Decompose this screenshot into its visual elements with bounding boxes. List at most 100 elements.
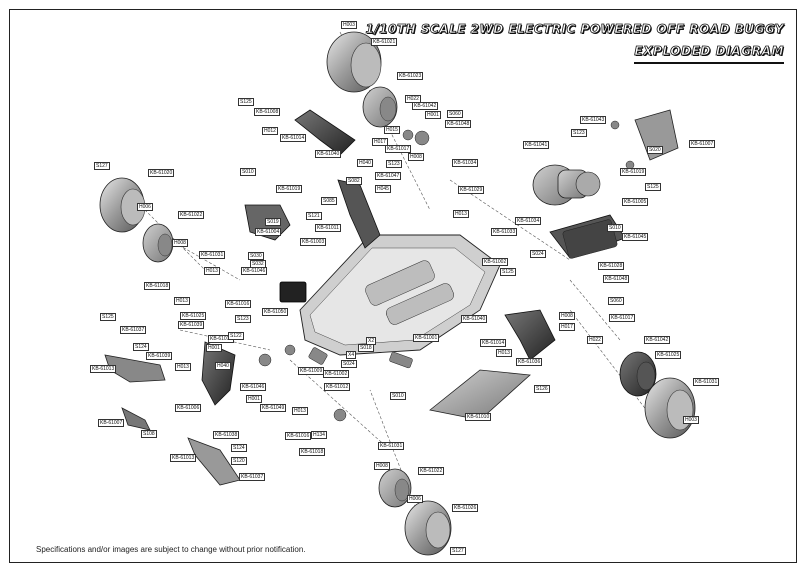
part-label: H022 bbox=[587, 336, 603, 344]
part-label: KB-61006 bbox=[175, 404, 202, 412]
part-label: KB-61002 bbox=[482, 258, 509, 266]
part-label: KB-61014 bbox=[280, 134, 307, 142]
part-label: S123 bbox=[386, 160, 402, 168]
part-label: S122 bbox=[228, 332, 244, 340]
part-label: H008 bbox=[408, 153, 424, 161]
part-label: S127 bbox=[94, 162, 110, 170]
part-label: S108 bbox=[141, 430, 157, 438]
part-label: KB-61039 bbox=[146, 352, 173, 360]
part-label: S024 bbox=[341, 360, 357, 368]
part-label: KB-61010 bbox=[465, 413, 492, 421]
part-label: H013 bbox=[175, 363, 191, 371]
part-label: H008 bbox=[559, 312, 575, 320]
page-title: 1/10TH SCALE 2WD ELECTRIC POWERED OFF RO… bbox=[365, 22, 784, 37]
part-label: KB-61003 bbox=[300, 238, 327, 246]
rear-wing bbox=[634, 109, 679, 161]
part-label: H001 bbox=[425, 111, 441, 119]
part-label: KB-61050 bbox=[262, 308, 289, 316]
part-label: KB-61045 bbox=[622, 233, 649, 241]
part-label: KB-61028 bbox=[598, 262, 625, 270]
part-label: KB-61042 bbox=[644, 336, 671, 344]
part-label: S124 bbox=[133, 343, 149, 351]
front-shock-tower bbox=[201, 341, 236, 406]
part-label: H040 bbox=[357, 159, 373, 167]
part-label: S010 bbox=[390, 392, 406, 400]
part-label: KB-61011 bbox=[315, 224, 341, 232]
wheel-rear-right bbox=[619, 351, 696, 439]
part-label: KB-61033 bbox=[491, 228, 518, 236]
part-label: H006 bbox=[137, 203, 153, 211]
part-label: KB-61031 bbox=[199, 251, 226, 259]
part-label: H013 bbox=[453, 210, 469, 218]
part-label: S125 bbox=[238, 98, 254, 106]
part-label: S020 bbox=[647, 146, 663, 154]
exploded-diagram-artwork bbox=[99, 31, 696, 556]
part-label: KB-61043 bbox=[580, 116, 607, 124]
part-label: KB-61002 bbox=[323, 370, 350, 378]
part-label: KB-61022 bbox=[178, 211, 205, 219]
part-label: S125 bbox=[645, 183, 661, 191]
part-label: H017 bbox=[372, 138, 388, 146]
part-label: KB-61021 bbox=[371, 38, 398, 46]
part-label: KB-61018 bbox=[144, 282, 171, 290]
part-label: S010 bbox=[240, 168, 256, 176]
part-label: KB-61029 bbox=[458, 186, 485, 194]
part-label: KB-61048 bbox=[445, 120, 472, 128]
part-label: KB-61038 bbox=[213, 431, 240, 439]
part-label: S018 bbox=[358, 344, 374, 352]
part-label: S124 bbox=[231, 444, 247, 452]
part-label: H012 bbox=[262, 127, 278, 135]
part-label: H003 bbox=[341, 21, 357, 29]
chassis-tub bbox=[299, 234, 501, 356]
part-label: S019 bbox=[265, 218, 281, 226]
wheel-rear-top bbox=[326, 31, 398, 128]
part-label: KB-61042 bbox=[412, 102, 439, 110]
part-label: KB-61037 bbox=[239, 473, 266, 481]
page-subtitle: EXPLODED DIAGRAM bbox=[634, 44, 784, 59]
part-label: KB-61022 bbox=[418, 467, 445, 475]
part-label: KB-61034 bbox=[452, 159, 479, 167]
part-label: KB-61049 bbox=[260, 404, 287, 412]
part-label: S085 bbox=[321, 197, 337, 205]
part-label: S125 bbox=[500, 268, 516, 276]
part-label: KB-61034 bbox=[515, 217, 542, 225]
part-label: H013 bbox=[496, 349, 512, 357]
part-label: KB-61048 bbox=[603, 275, 630, 283]
rear-arm-right bbox=[504, 309, 556, 361]
part-label: S120 bbox=[231, 457, 247, 465]
part-label: KB-61046 bbox=[240, 383, 267, 391]
part-label: KB-61036 bbox=[516, 358, 543, 366]
part-label: S123 bbox=[571, 129, 587, 137]
part-label: H001 bbox=[206, 344, 222, 352]
subtitle-underline bbox=[634, 62, 784, 64]
part-label: S121 bbox=[306, 212, 322, 220]
part-label: KB-61016 bbox=[225, 300, 252, 308]
part-label: KB-61023 bbox=[397, 72, 424, 80]
wheel-front-left bbox=[99, 177, 174, 263]
part-label: H001 bbox=[246, 395, 262, 403]
part-label: H040 bbox=[215, 362, 231, 370]
part-label: KB-61001 bbox=[413, 334, 440, 342]
part-label: KB-61005 bbox=[622, 198, 649, 206]
part-label: KB-61004 bbox=[255, 228, 282, 236]
part-label: S123 bbox=[235, 315, 251, 323]
part-label: S126 bbox=[534, 385, 550, 393]
part-label: S032 bbox=[250, 260, 266, 268]
front-skid bbox=[121, 407, 151, 431]
part-label: H008 bbox=[374, 462, 390, 470]
exploded-diagram-sheet: 1/10TH SCALE 2WD ELECTRIC POWERED OFF RO… bbox=[9, 9, 797, 563]
part-label: H003 bbox=[683, 416, 699, 424]
part-label: S060 bbox=[608, 297, 624, 305]
part-label: S010 bbox=[607, 224, 623, 232]
part-label: KB-61017 bbox=[609, 314, 636, 322]
part-label: H013 bbox=[204, 267, 220, 275]
part-label: KB-61013 bbox=[170, 454, 197, 462]
part-label: KB-61025 bbox=[655, 351, 682, 359]
part-label: KB-61039 bbox=[178, 321, 205, 329]
part-label: KB-61026 bbox=[452, 504, 479, 512]
part-label: KB-61007 bbox=[689, 140, 716, 148]
part-label: KB-61020 bbox=[148, 169, 175, 177]
part-label: KB-61016 bbox=[285, 432, 312, 440]
part-label: KB-61040 bbox=[461, 315, 488, 323]
part-label: H013 bbox=[174, 297, 190, 305]
